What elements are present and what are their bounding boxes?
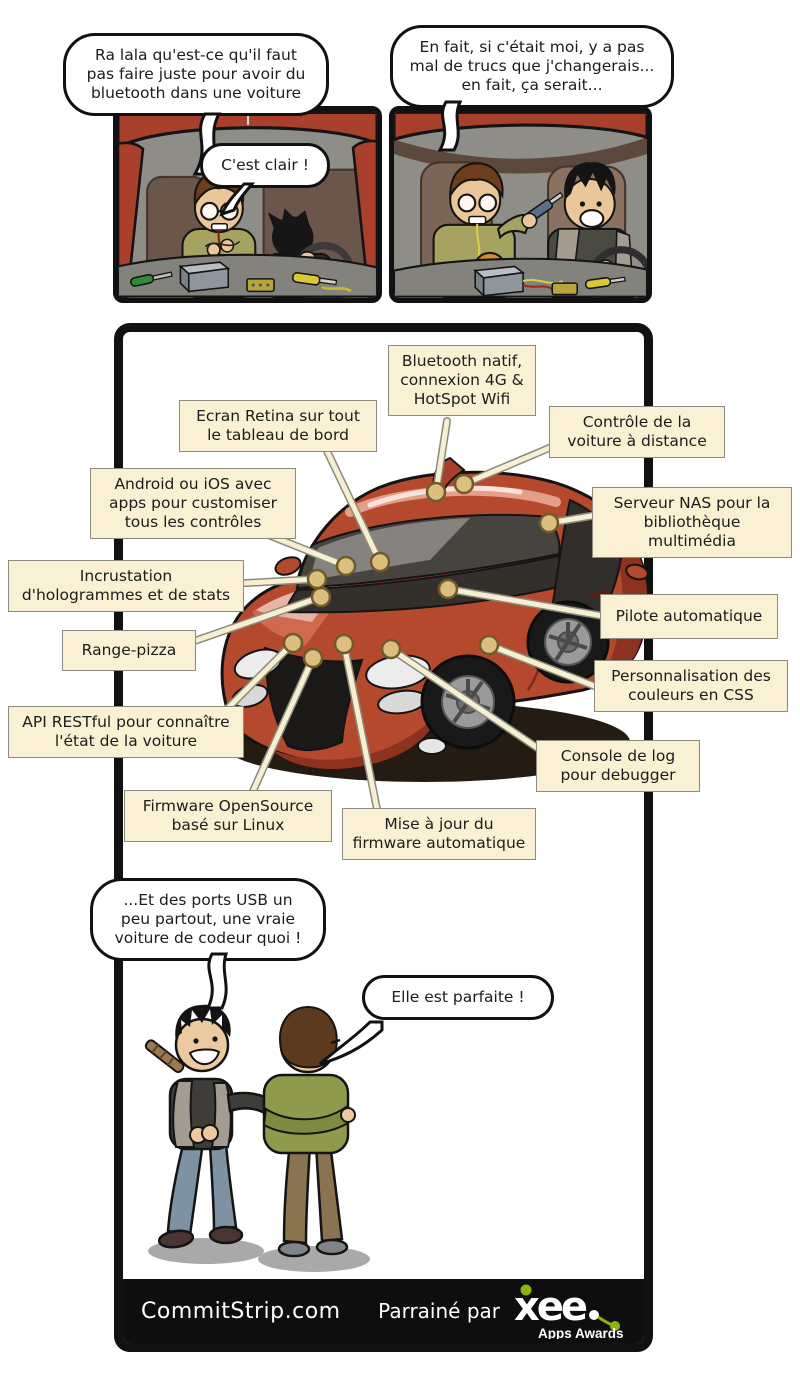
footer-sponsor-block: Parrainé par xee Apps Awards [378,1283,626,1339]
callout-pilote-automatique: Pilote automatique [600,594,778,639]
xee-logo: xee Apps Awards [514,1284,624,1339]
speech-bubble-panel2: En fait, si c'était moi, y a pas mal de … [390,25,674,108]
callout-mise-a-jour: Mise à jour du firmware automatique [342,808,536,860]
footer-bar: CommitStrip.com Parrainé par xee Apps Aw… [123,1279,644,1343]
callout-controle-distance: Contrôle de la voiture à distance [549,406,725,458]
speech-bubble-cest-clair: C'est clair ! [200,143,330,188]
speech-bubble-usb: ...Et des ports USB un peu partout, une … [90,878,326,961]
callout-android-ios: Android ou iOS avec apps pour customiser… [90,468,296,539]
panel-1 [113,106,382,303]
callout-firmware-opensource: Firmware OpenSource basé sur Linux [124,790,332,842]
callout-hologrammes: Incrustation d'hologrammes et de stats [8,560,244,612]
panel-2 [389,106,652,303]
svg-text:xee: xee [514,1284,587,1330]
callout-couleurs-css: Personnalisation des couleurs en CSS [594,660,788,712]
callout-bluetooth: Bluetooth natif, connexion 4G & HotSpot … [388,345,536,416]
callout-api-restful: API RESTful pour connaître l'état de la … [8,706,244,758]
panel-1-art [118,111,377,298]
callout-ecran-retina: Ecran Retina sur tout le tableau de bord [179,400,377,452]
footer-sponsor-text: Parrainé par [378,1299,500,1323]
speech-bubble-panel1: Ra lala qu'est-ce qu'il faut pas faire j… [63,33,329,116]
callout-range-pizza: Range-pizza [62,630,196,671]
callout-serveur-nas: Serveur NAS pour la bibliothèque multimé… [592,487,792,558]
speech-bubble-parfaite: Elle est parfaite ! [362,975,554,1020]
footer-site-text: CommitStrip.com [141,1298,341,1324]
svg-text:Apps Awards: Apps Awards [538,1326,624,1339]
panel-2-art [394,111,647,298]
callout-console-log: Console de log pour debugger [536,740,700,792]
